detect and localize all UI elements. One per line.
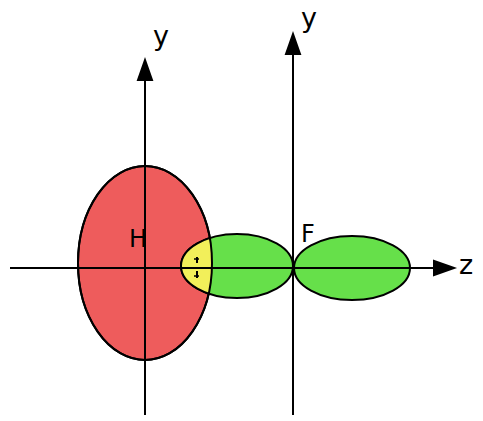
axis-label: y: [301, 4, 317, 31]
axis-label: z: [459, 251, 473, 278]
overlap-region: [78, 166, 293, 360]
atom-label: H: [129, 227, 147, 251]
axis-label: y: [153, 22, 169, 49]
atom-label: F: [301, 222, 315, 246]
coordinate-axes: [10, 34, 454, 415]
